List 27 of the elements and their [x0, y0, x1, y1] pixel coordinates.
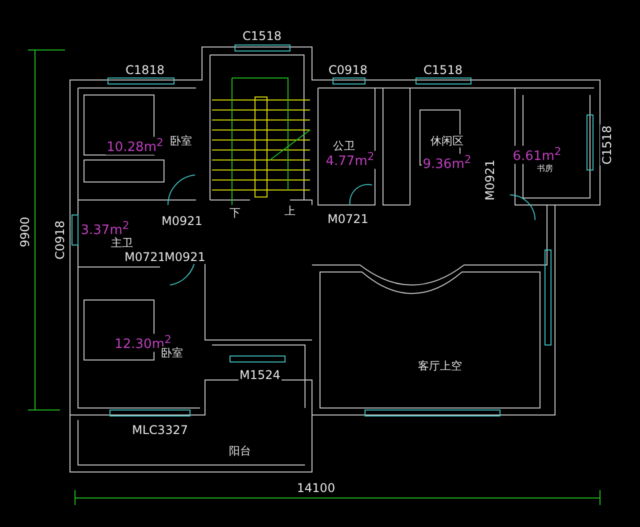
area-label: 6.61m$^{2}$: [512, 146, 562, 164]
room-label: 书房: [536, 164, 554, 174]
room-label: 客厅上空: [417, 360, 463, 372]
room-label: 主卫: [110, 236, 134, 250]
area-label: 10.28m$^{2}$: [106, 136, 164, 156]
room-label: 卧室: [169, 134, 193, 148]
window-label: C1518: [422, 63, 464, 77]
door-label: M0921: [483, 158, 497, 202]
dimension-label: 9900: [18, 216, 32, 248]
room-label: 公卫: [332, 140, 356, 152]
window-label: C0918: [53, 220, 67, 260]
door-label: M0721: [124, 250, 166, 264]
stair-label: 上: [284, 204, 296, 218]
window-label: MLC3327: [131, 423, 189, 437]
window-label: C0918: [328, 63, 368, 77]
window-label: C1518: [242, 29, 282, 43]
door-label: M0921: [164, 250, 206, 264]
door-label: M1524: [238, 368, 282, 382]
room-label: 阳台: [228, 444, 252, 458]
door-label: M0921: [160, 214, 204, 228]
area-label: 4.77m$^{2}$: [324, 150, 376, 170]
stair-label: 下: [228, 206, 242, 220]
window-label: C1518: [600, 124, 614, 166]
dimension-label: 14100: [296, 481, 336, 495]
window-label: C1818: [124, 63, 166, 77]
room-label: 休闲区: [430, 134, 464, 148]
door-label: M0721: [326, 212, 370, 226]
